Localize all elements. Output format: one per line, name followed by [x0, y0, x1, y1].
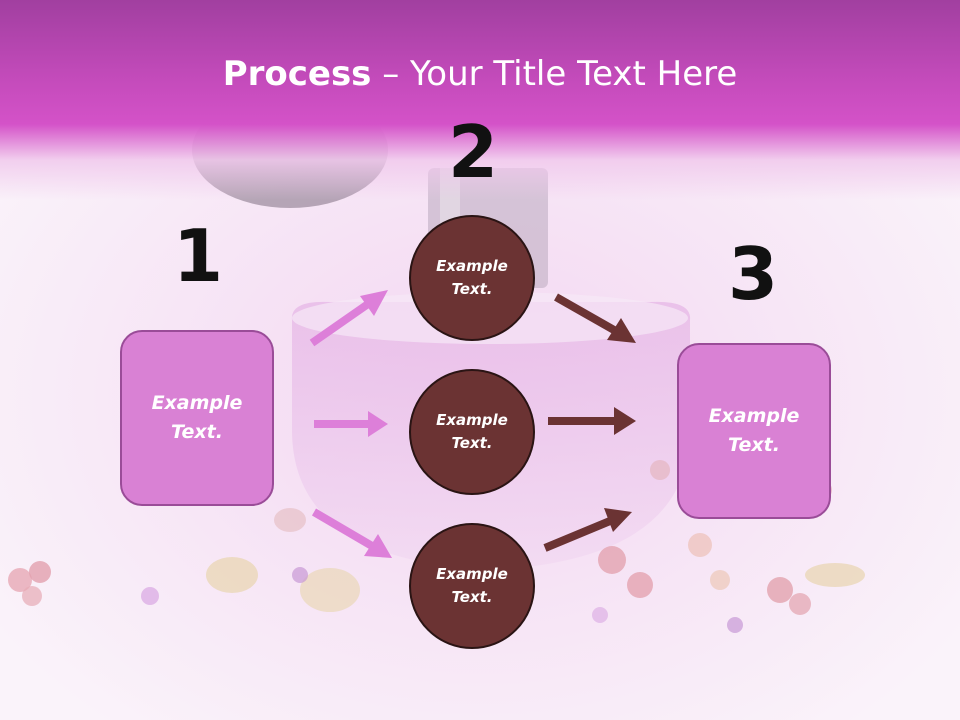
- circle-top[interactable]: Example Text.: [409, 215, 535, 341]
- arrow-pink-bottom: [311, 508, 392, 558]
- arrow-brown-bottom: [543, 508, 632, 552]
- step-1-text: Example Text.: [151, 392, 243, 443]
- step-3-box[interactable]: Example Text.: [677, 343, 831, 519]
- circle-top-text: Example Text.: [436, 257, 508, 298]
- step-number-1: 1: [172, 214, 224, 298]
- circle-bottom[interactable]: Example Text.: [409, 523, 535, 649]
- title-bar: [0, 0, 960, 200]
- circle-middle[interactable]: Example Text.: [409, 369, 535, 495]
- title-rest: – Your Title Text Here: [371, 54, 738, 94]
- step-3-text: Example Text.: [708, 405, 800, 456]
- arrow-brown-top: [554, 293, 636, 343]
- title-bold: Process: [222, 54, 372, 94]
- slide-title: Process – Your Title Text Here: [0, 52, 960, 96]
- circle-bottom-text: Example Text.: [436, 565, 508, 606]
- step-number-2: 2: [447, 110, 499, 194]
- arrow-brown-middle: [548, 407, 636, 435]
- step-number-3: 3: [727, 232, 779, 316]
- step-1-box[interactable]: Example Text.: [120, 330, 274, 506]
- arrow-pink-top: [309, 290, 388, 347]
- circle-middle-text: Example Text.: [436, 411, 508, 452]
- arrow-pink-middle: [314, 411, 388, 437]
